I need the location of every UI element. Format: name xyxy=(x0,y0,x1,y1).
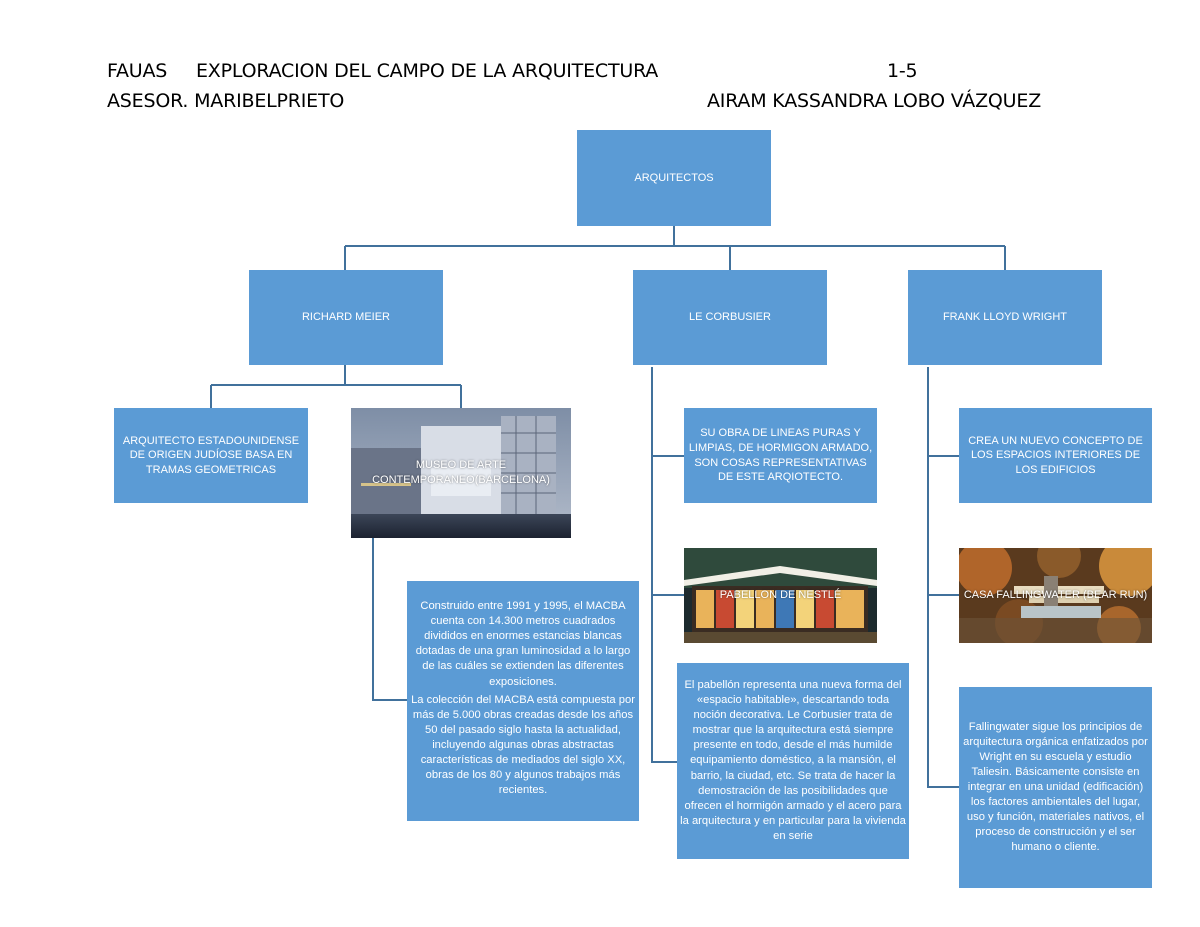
corbusier-detail-box: El pabellón representa una nueva forma d… xyxy=(677,663,909,859)
node-arquitectos: ARQUITECTOS xyxy=(577,130,771,226)
node-richard-meier: RICHARD MEIER xyxy=(249,270,443,365)
node-frank-lloyd-wright: FRANK LLOYD WRIGHT xyxy=(908,270,1102,365)
fallingwater-photo-caption: CASA FALLINGWATER (BEAR RUN) xyxy=(963,589,1148,602)
header-page-number: 1-5 xyxy=(887,60,918,82)
nestle-pavilion-photo: PABELLON DE NESTLÉ xyxy=(684,548,877,643)
fallingwater-house-photo-icon xyxy=(959,548,1152,643)
corbusier-description-box: SU OBRA DE LINEAS PURAS Y LIMPIAS, DE HO… xyxy=(684,408,877,503)
macba-detail-paragraph-1: Construido entre 1991 y 1995, el MACBA c… xyxy=(415,600,631,688)
wright-detail-paragraph: Fallingwater sigue los principios de arq… xyxy=(963,720,1148,854)
node-le-corbusier-label: LE CORBUSIER xyxy=(689,311,771,324)
corbusier-description-text: SU OBRA DE LINEAS PURAS Y LIMPIAS, DE HO… xyxy=(688,427,873,484)
macba-photo-caption: MUSEO DE ARTE CONTEMPORANEO(BARCELONA) xyxy=(372,459,550,486)
nestle-pavilion-caption: PABELLON DE NESTLÉ xyxy=(719,589,842,602)
connector-corbusier-spine xyxy=(651,367,677,763)
header-advisor: ASESOR. MARIBELPRIETO xyxy=(107,90,345,112)
node-arquitectos-label: ARQUITECTOS xyxy=(634,171,714,184)
fallingwater-photo: CASA FALLINGWATER (BEAR RUN) xyxy=(959,548,1152,643)
node-richard-meier-label: RICHARD MEIER xyxy=(301,311,390,324)
museum-building-photo-icon xyxy=(351,408,571,538)
meier-description-box: ARQUITECTO ESTADOUNIDENSE DE ORIGEN JUDÍ… xyxy=(114,408,308,503)
wright-description-box: CREA UN NUEVO CONCEPTO DE LOS ESPACIOS I… xyxy=(959,408,1152,503)
connector-wright-spine xyxy=(927,367,959,788)
header-author: AIRAM KASSANDRA LOBO VÁZQUEZ xyxy=(707,90,1042,112)
connector-macba-detail xyxy=(372,538,407,701)
wright-description-text: CREA UN NUEVO CONCEPTO DE LOS ESPACIOS I… xyxy=(968,434,1143,476)
node-le-corbusier: LE CORBUSIER xyxy=(633,270,827,365)
meier-description-text: ARQUITECTO ESTADOUNIDENSE DE ORIGEN JUDÍ… xyxy=(122,434,300,476)
pavilion-photo-icon xyxy=(684,548,877,643)
macba-detail-box: Construido entre 1991 y 1995, el MACBA c… xyxy=(407,581,639,821)
header-course-title: EXPLORACION DEL CAMPO DE LA ARQUITECTURA xyxy=(196,60,659,82)
header-school: FAUAS xyxy=(107,60,168,82)
macba-photo: MUSEO DE ARTE CONTEMPORANEO(BARCELONA) xyxy=(351,408,571,538)
corbusier-detail-paragraph: El pabellón representa una nueva forma d… xyxy=(680,678,906,842)
wright-detail-box: Fallingwater sigue los principios de arq… xyxy=(959,687,1152,888)
node-frank-lloyd-wright-label: FRANK LLOYD WRIGHT xyxy=(942,311,1068,324)
macba-detail-paragraph-2: La colección del MACBA está compuesta po… xyxy=(411,693,635,797)
